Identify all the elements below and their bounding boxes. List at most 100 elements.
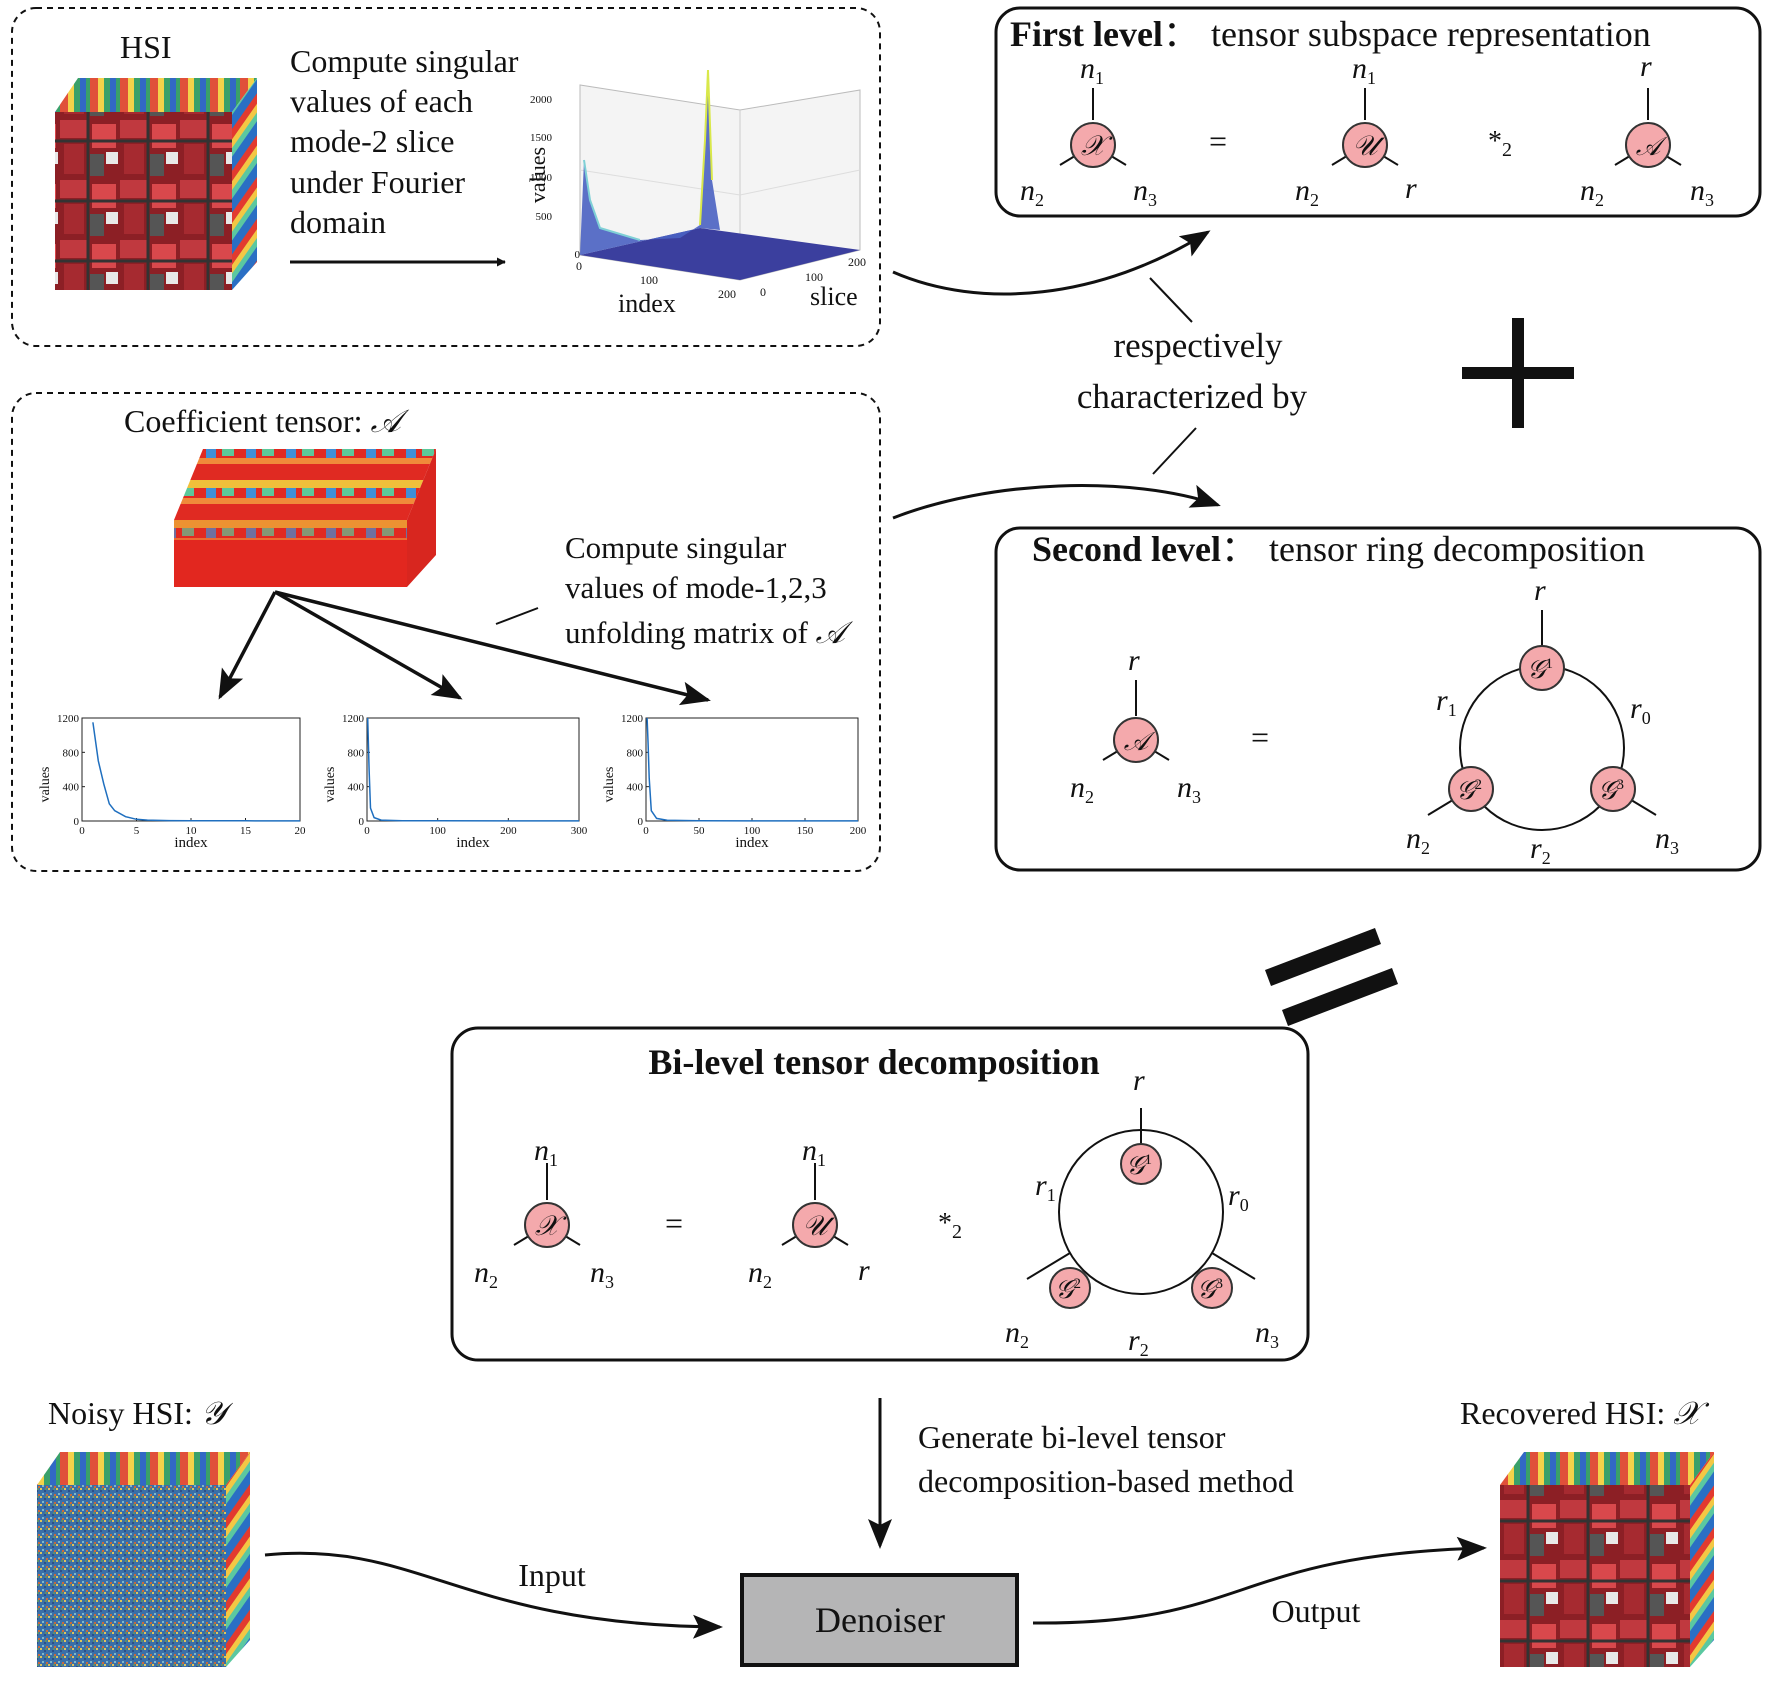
fourier-3d-plot: 2000 1500 1000 500 0 values 0 100 200 in… (525, 69, 866, 318)
plot-xtick-label: 0 (643, 825, 649, 837)
g2-node-symbol: 𝒢2 (1456, 776, 1482, 805)
plot3d-ztick-200: 200 (848, 255, 866, 269)
plot-ytick-label: 800 (63, 747, 80, 759)
plot3d-xlabel: index (618, 289, 676, 318)
plot3d-xtick-100: 100 (640, 273, 658, 287)
relation-line-1: respectively (1113, 326, 1283, 365)
plot3d-ytick-1000: 1000 (530, 172, 553, 184)
ring-r0: r0 (1630, 692, 1651, 728)
coef-arrow-1 (218, 591, 277, 700)
plot-ylabel: values (38, 767, 53, 803)
coef-title: Coefficient tensor: 𝒜 (124, 403, 409, 439)
coef-panel-border (11, 392, 881, 872)
plot-ytick-label: 400 (63, 782, 80, 794)
generate-line-2: decomposition-based method (918, 1463, 1294, 1499)
bilevel-x-node: 𝒳 n1 n2 n3 (474, 1134, 614, 1292)
plot-xlabel: index (735, 835, 769, 851)
pipeline: Noisy HSI: 𝒴 Input Generate bi-level ten… (37, 1395, 1714, 1667)
hsi-to-first-level-arrow (892, 230, 1211, 296)
coef-to-second-level-arrow (892, 484, 1221, 520)
plot-ytick-label: 0 (74, 816, 80, 828)
bu-node-n2: n2 (748, 1256, 772, 1292)
plot3d-ytick-1500: 1500 (530, 132, 553, 144)
equals-icon (1265, 928, 1398, 1026)
second-level-ring: 𝒢1 𝒢2 𝒢3 r r1 r0 r2 n2 n3 (1406, 574, 1679, 868)
coef-tensor-cube-image (174, 449, 436, 587)
output-label: Output (1272, 1593, 1361, 1629)
plot-ytick-label: 0 (638, 816, 644, 828)
first-level-u-node: 𝒰 n1 n2 r (1295, 52, 1417, 210)
plot-frame (366, 717, 580, 822)
plot-xtick-label: 200 (850, 825, 867, 837)
plot-xtick-label: 10 (186, 825, 198, 837)
first-level-x-node: 𝒳 n1 n2 n3 (1020, 52, 1157, 210)
x-node-n1: n1 (1080, 52, 1104, 88)
plot-ytick-label: 800 (627, 747, 644, 759)
hsi-description-line-4: under Fourier (290, 164, 465, 200)
hsi-cube-image (55, 78, 257, 290)
coef-description-line-1: Compute singular (565, 530, 787, 565)
denoiser-label: Denoiser (815, 1600, 945, 1640)
generate-line-1: Generate bi-level tensor (918, 1419, 1226, 1455)
x-node-n2: n2 (1020, 174, 1044, 210)
plot3d-ytick-2000: 2000 (530, 94, 553, 106)
bring-r2: r2 (1128, 1324, 1149, 1360)
plus-icon (1462, 318, 1574, 428)
a2-node-n3: n3 (1177, 771, 1201, 807)
plot-xlabel: index (456, 835, 490, 851)
plot3d-ztick-0: 0 (760, 285, 766, 299)
plot-ytick-label: 400 (627, 782, 644, 794)
u-node-n2: n2 (1295, 174, 1319, 210)
plot-xtick-label: 100 (744, 825, 761, 837)
bring-n3: n3 (1255, 1316, 1279, 1352)
hsi-panel: HSI Compute singular values of each mode… (11, 7, 881, 347)
coef-panel: Coefficient tensor: 𝒜 Compute singular v… (11, 392, 881, 872)
plot-frame (81, 717, 301, 822)
hsi-panel-border (11, 7, 881, 347)
ring-r: r (1534, 574, 1546, 607)
first-level-border (994, 6, 1762, 218)
a-node-n2: n2 (1580, 174, 1604, 210)
output-arrow (1032, 1536, 1487, 1625)
plot-xlabel: index (174, 835, 208, 851)
second-level-border (994, 526, 1762, 872)
x-node-n3: n3 (1133, 174, 1157, 210)
plot3d-ztick-100: 100 (805, 270, 823, 284)
plot-ytick-label: 400 (348, 782, 365, 794)
relation-callout-bottom (1152, 427, 1197, 475)
relation-callout-top (1149, 277, 1193, 323)
first-level-product: *2 (1488, 126, 1512, 161)
ring-r2: r2 (1530, 832, 1551, 868)
bg3-node-symbol: 𝒢3 (1197, 1275, 1223, 1304)
plot-frame (645, 717, 859, 822)
second-level-panel: Second level：tensor ring decomposition 𝒜… (994, 526, 1762, 872)
plot-ytick-label: 1200 (57, 713, 80, 725)
plot-xtick-label: 100 (429, 825, 446, 837)
ring-n2: n2 (1406, 822, 1430, 858)
g3-node-symbol: 𝒢3 (1598, 776, 1624, 805)
second-level-title: Second level：tensor ring decomposition (1032, 529, 1645, 569)
hsi-description-line-2: values of each (290, 83, 473, 119)
bg1-node-symbol: 𝒢1 (1126, 1151, 1152, 1180)
coef-arrow-2 (274, 590, 463, 700)
relation-block: respectively characterized by (892, 230, 1574, 520)
coef-callout-line (495, 607, 539, 625)
plot-xtick-label: 5 (134, 825, 140, 837)
plot3d-ytick-0: 0 (575, 249, 581, 261)
plot-xtick-label: 15 (240, 825, 252, 837)
first-level-equals: = (1209, 123, 1227, 159)
bilevel-border (450, 1026, 1310, 1362)
bring-r0: r0 (1228, 1179, 1249, 1215)
bilevel-ring: 𝒢1 𝒢2 𝒢3 r r1 r0 r2 n2 n3 (1005, 1064, 1279, 1360)
plot-xtick-label: 20 (295, 825, 307, 837)
plot-xtick-label: 0 (79, 825, 85, 837)
input-label: Input (518, 1557, 586, 1593)
recovered-hsi-label: Recovered HSI: 𝒳 (1460, 1395, 1710, 1431)
second-level-equals: = (1251, 719, 1269, 755)
plot-xtick-label: 200 (500, 825, 517, 837)
a-node-r: r (1640, 50, 1652, 83)
bilevel-panel: Bi-level tensor decomposition 𝒳 n1 n2 n3… (450, 1026, 1310, 1362)
